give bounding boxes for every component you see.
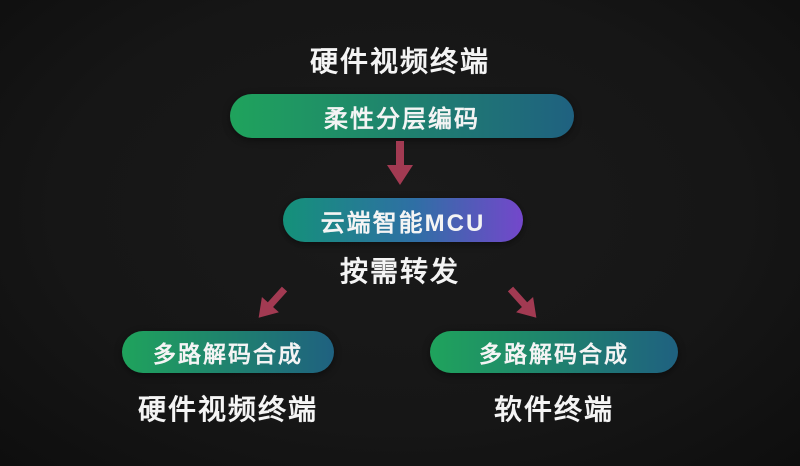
down-left-arrow-icon: [247, 280, 295, 329]
right-multi-decode-label: 多路解码合成: [479, 341, 629, 367]
flexible-layered-encoding-pill: 柔性分层编码: [230, 94, 574, 138]
down-right-arrow-icon: [500, 280, 548, 329]
left-multi-decode-label: 多路解码合成: [153, 341, 303, 367]
right-multi-decode-pill: 多路解码合成: [430, 331, 678, 373]
left-multi-decode-pill: 多路解码合成: [122, 331, 334, 373]
on-demand-forwarding-label: 按需转发: [339, 256, 460, 287]
software-terminal-label: 软件终端: [493, 394, 614, 425]
source-terminal-title: 硬件视频终端: [309, 46, 490, 77]
flexible-layered-encoding-label: 柔性分层编码: [324, 105, 480, 133]
hardware-terminal-label: 硬件视频终端: [137, 394, 318, 425]
cloud-mcu-label: 云端智能MCU: [320, 209, 486, 237]
down-arrow-icon: [384, 141, 416, 187]
cloud-mcu-pill: 云端智能MCU: [283, 198, 523, 242]
